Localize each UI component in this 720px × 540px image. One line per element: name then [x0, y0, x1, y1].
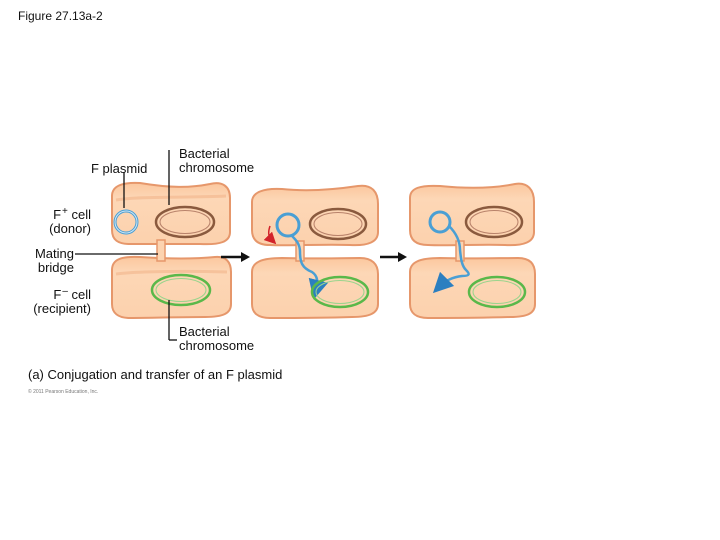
mating-bridge [156, 239, 166, 262]
recipient-sign: – [62, 286, 68, 297]
single-strand-copy [432, 225, 470, 294]
donor-prefix: F [53, 207, 62, 222]
stage-arrow-2 [380, 252, 407, 262]
figure-caption: (a) Conjugation and transfer of an F pla… [28, 367, 283, 382]
recipient-cell-label: F– cell (recipient) [0, 285, 91, 316]
leader-lines [75, 150, 177, 341]
figure-title: Figure 27.13a-2 [18, 9, 103, 23]
rotation-arrow [263, 225, 277, 245]
donor-sign: + [62, 206, 68, 217]
f-plasmid [428, 210, 452, 234]
recipient-cell [111, 255, 232, 320]
label-line: chromosome [179, 160, 255, 175]
label-line: Mating [34, 246, 74, 261]
f-plasmid-label: F plasmid [91, 161, 148, 176]
recipient-cell [409, 256, 536, 320]
donor-rest: cell [67, 207, 91, 222]
f-plasmid [275, 212, 301, 238]
recipient-chromosome [467, 275, 527, 309]
stage-arrow-1 [221, 252, 250, 262]
recipient-chromosome [310, 275, 370, 309]
donor-chromosome [464, 205, 524, 239]
stage-3 [409, 182, 536, 320]
label-line: Bacterial [179, 324, 230, 339]
donor-chromosome [154, 205, 216, 239]
label-line: chromosome [179, 338, 255, 353]
recipient-cell [251, 256, 379, 320]
copyright-notice: © 2011 Pearson Education, Inc. [28, 389, 99, 395]
transferring-strand [291, 235, 329, 300]
mating-bridge-label: Mating bridge [0, 247, 74, 275]
recipient-line2: (recipient) [33, 301, 91, 316]
donor-line2: (donor) [49, 221, 91, 236]
recipient-prefix: F [53, 287, 62, 302]
label-line: bridge [37, 260, 74, 275]
donor-cell-label: F+ cell (donor) [0, 205, 91, 236]
bacterial-chromosome-bottom-label: Bacterial chromosome [179, 325, 254, 353]
donor-chromosome [308, 207, 368, 241]
donor-cell [409, 182, 535, 247]
stage-2 [251, 184, 379, 320]
recipient-rest: cell [67, 287, 91, 302]
stage-1 [111, 181, 232, 320]
label-line: Bacterial [179, 146, 230, 161]
bacterial-chromosome-top-label: Bacterial chromosome [179, 147, 254, 175]
recipient-chromosome [150, 273, 212, 307]
